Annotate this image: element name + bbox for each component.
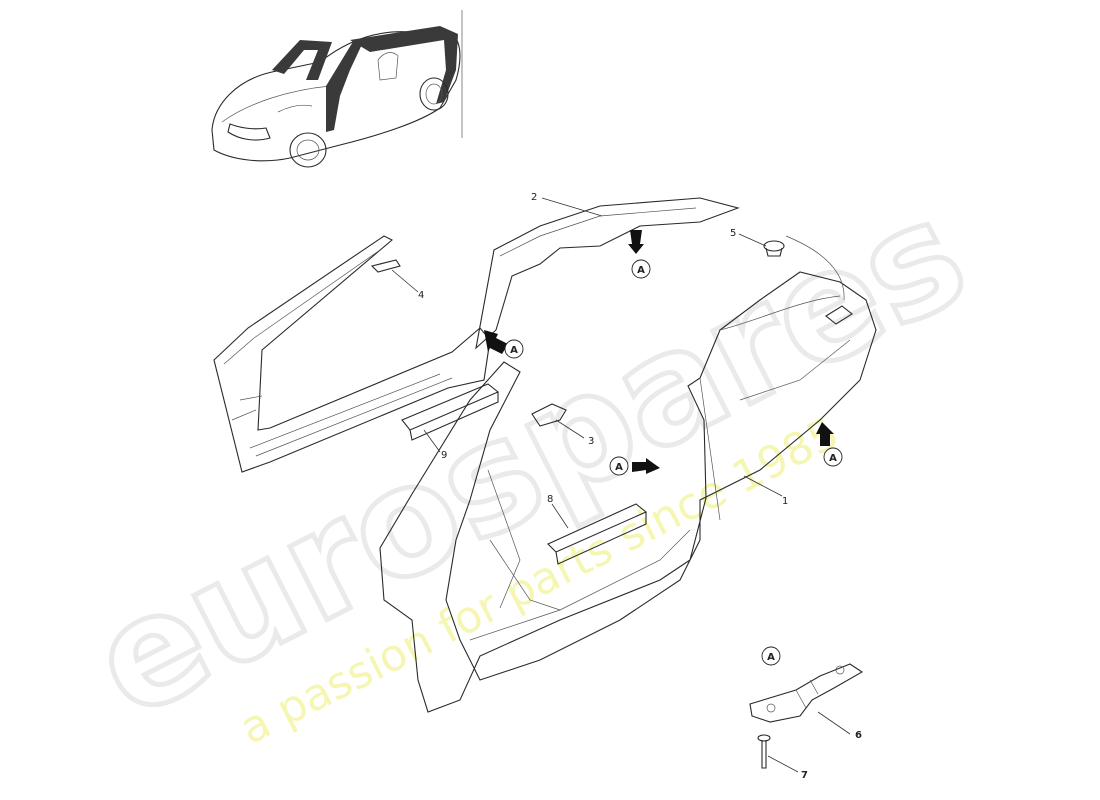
rivet-shank — [761, 740, 767, 769]
detail-marker-left: A — [504, 339, 524, 359]
callout-6: 6 — [855, 730, 862, 741]
grommet-arrow-curve — [785, 235, 845, 301]
hinge-hole-1 — [766, 703, 776, 713]
detail-marker-mid: A — [609, 456, 629, 476]
block-9-outline — [401, 383, 500, 441]
callout-7: 7 — [801, 770, 808, 781]
body-side-outline — [379, 271, 877, 713]
door-frame-detail — [223, 249, 453, 457]
grommet-body — [765, 247, 783, 257]
car-windscreen-frame — [272, 40, 332, 80]
grommet-top — [763, 240, 785, 252]
callout-3: 3 — [588, 436, 594, 447]
arrow-a-right — [816, 422, 834, 446]
detail-marker-top-label: A — [637, 265, 645, 276]
callout-9: 9 — [441, 450, 447, 461]
rivet-head — [757, 734, 771, 742]
callout-1: 1 — [782, 496, 788, 507]
car-front-wheel — [289, 132, 327, 168]
detail-marker-left-label: A — [510, 345, 518, 356]
part-2-top-rail — [475, 197, 740, 350]
bracket-3-outline — [531, 403, 567, 427]
detail-a-markers: A A A A A — [504, 259, 843, 666]
hinge-detail — [795, 679, 819, 709]
detail-marker-bottom-label: A — [767, 652, 775, 663]
body-side-shoulder — [719, 295, 841, 331]
car-front-rim — [296, 139, 320, 161]
leader-lines — [391, 197, 851, 773]
top-rail-outline — [475, 197, 740, 350]
top-rail-detail — [499, 207, 697, 257]
part-3-bracket — [531, 403, 567, 427]
car-headlight — [277, 104, 313, 113]
sill-edge — [489, 539, 561, 611]
car-grille — [227, 123, 271, 141]
part-8-block — [547, 503, 648, 565]
arrow-a-top — [628, 230, 644, 254]
leader-9 — [423, 429, 441, 453]
leader-2 — [541, 197, 603, 217]
detail-marker-right-label: A — [829, 453, 837, 464]
car-a-pillar — [326, 40, 364, 132]
car-rear-wheel — [419, 77, 449, 111]
car-rear-rim — [425, 83, 443, 105]
callout-4: 4 — [418, 290, 424, 301]
car-rear-quarter — [350, 26, 458, 104]
part-1-body-side — [379, 271, 877, 713]
callout-labels: 1 2 3 4 5 6 7 8 9 — [418, 192, 862, 781]
leader-6 — [817, 711, 851, 735]
car-seat — [377, 52, 399, 81]
leader-1 — [743, 475, 783, 497]
door-frame-outline — [213, 235, 491, 473]
part-4-door-frame — [213, 235, 491, 473]
hinge-outline — [749, 663, 864, 723]
car-body — [211, 31, 461, 162]
part-5-grommet — [763, 235, 845, 301]
watermark: eurospares a passion for parts since 198… — [65, 164, 994, 755]
body-side-detail — [469, 339, 851, 641]
detail-arrows — [484, 230, 834, 474]
callout-8: 8 — [547, 494, 553, 505]
leader-4 — [391, 269, 419, 293]
part-6-hinge — [749, 663, 864, 723]
fuel-filler-recess — [825, 305, 853, 325]
part-9-block — [401, 383, 500, 441]
detail-marker-bottom: A — [761, 646, 781, 666]
detail-marker-right: A — [823, 447, 843, 467]
leader-8 — [551, 503, 569, 529]
car-thumbnail — [211, 10, 463, 168]
detail-marker-mid-label: A — [615, 462, 623, 473]
callout-2: 2 — [531, 192, 537, 203]
block-8-outline — [547, 503, 648, 565]
arrow-a-left — [484, 330, 508, 354]
detail-marker-top: A — [631, 259, 651, 279]
arrow-a-mid — [632, 458, 660, 474]
part-7-rivet — [757, 734, 771, 769]
leader-3 — [555, 419, 585, 439]
part-4-clip — [370, 259, 401, 273]
watermark-brand: eurospares — [67, 166, 991, 752]
leader-5 — [738, 233, 767, 247]
callout-5: 5 — [730, 228, 736, 239]
hinge-hole-2 — [835, 665, 845, 675]
car-hood-line — [221, 85, 331, 123]
leader-7 — [767, 755, 799, 773]
